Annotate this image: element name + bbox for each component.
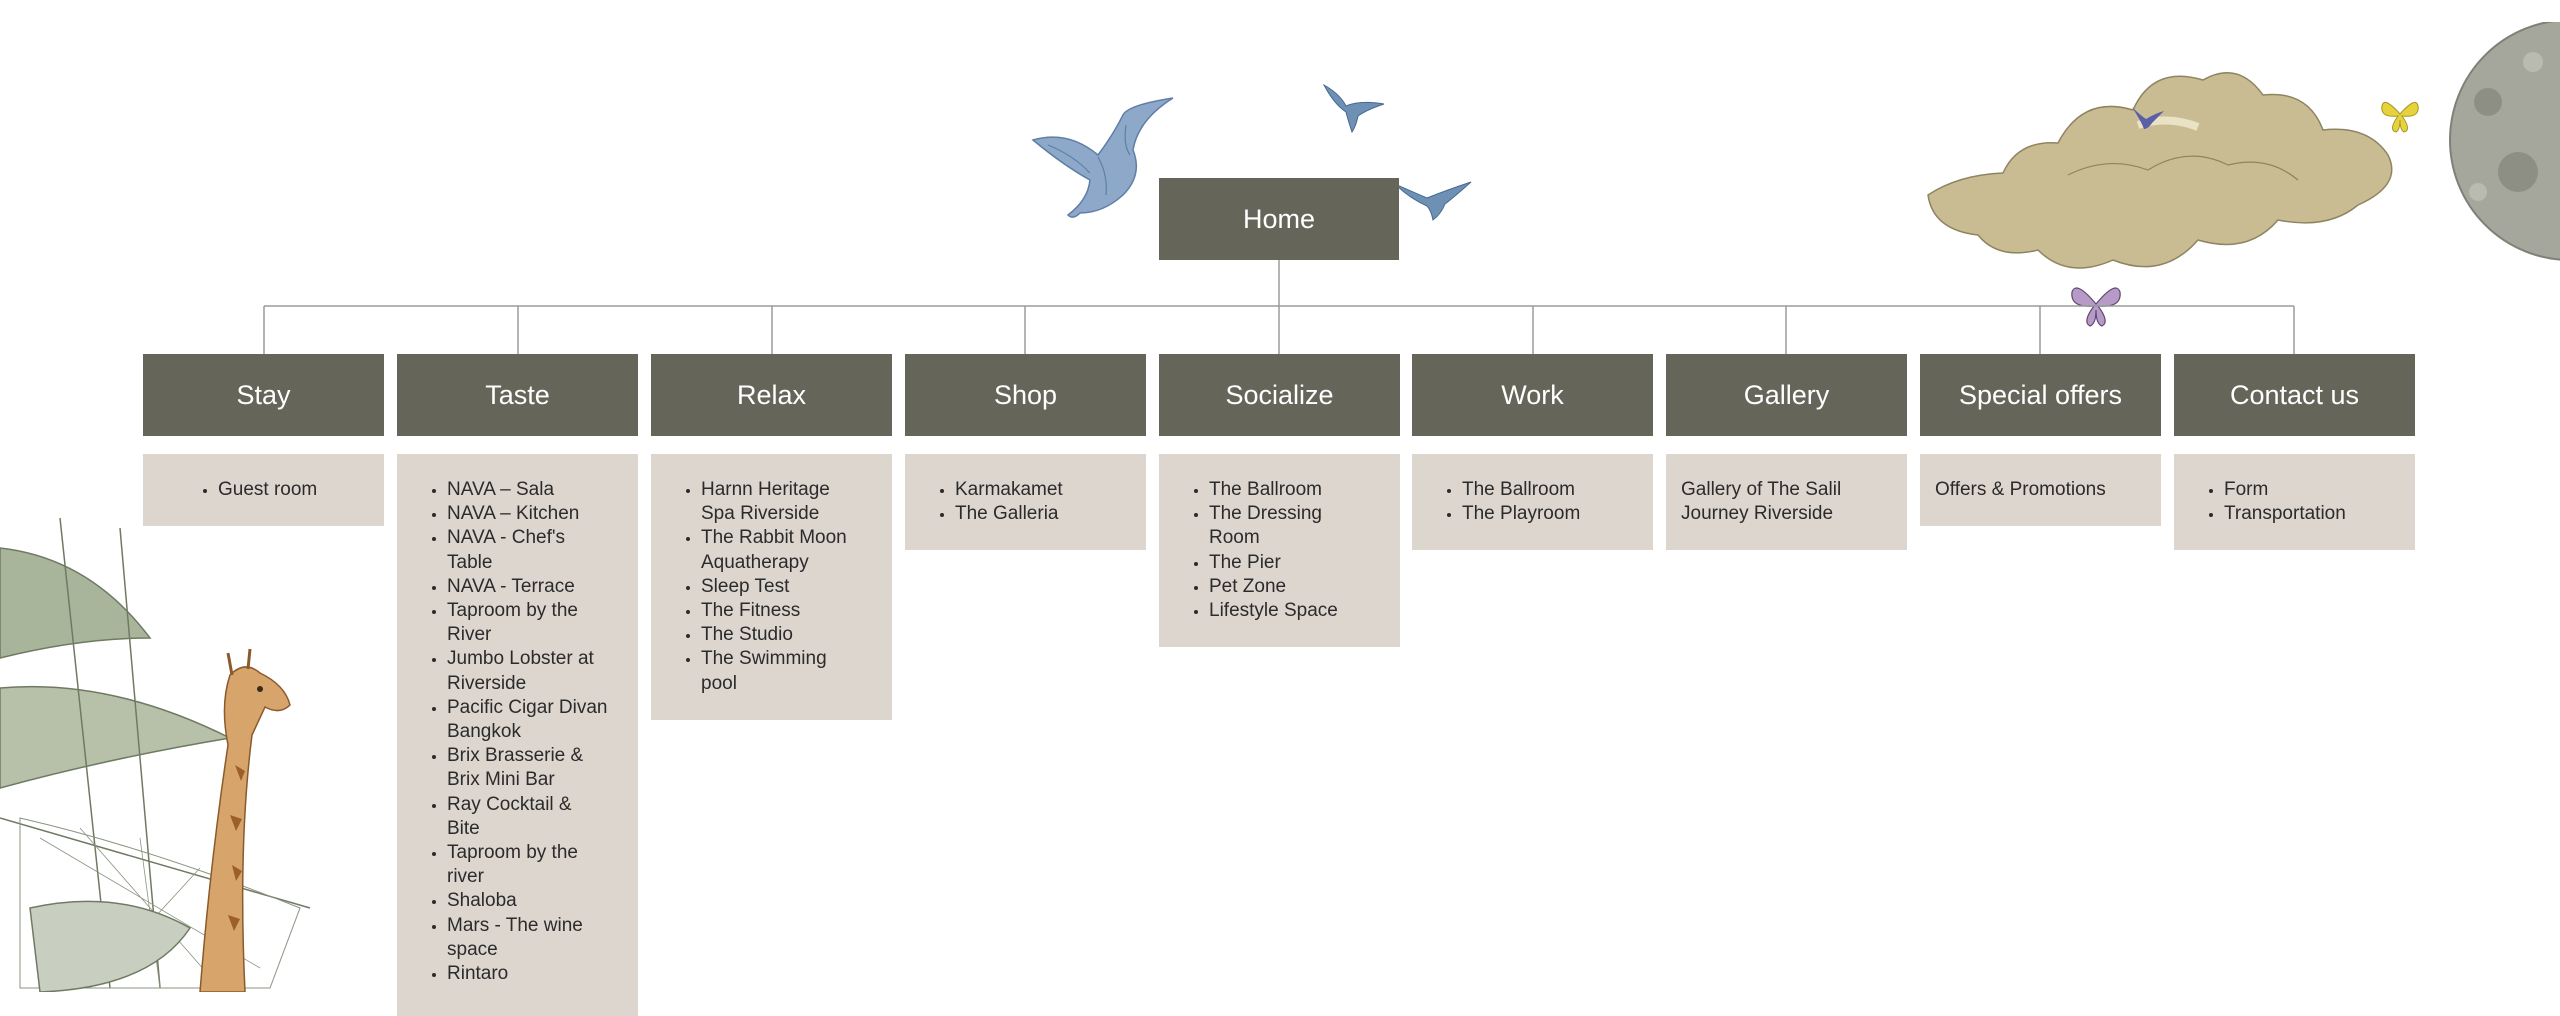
list-item[interactable]: Rintaro [447, 962, 608, 986]
list-item[interactable]: The Ballroom [1209, 478, 1370, 502]
shop-node[interactable]: Shop [905, 354, 1146, 436]
list-item[interactable]: The Galleria [955, 502, 1116, 526]
giraffe-icon [199, 648, 291, 992]
work-panel: The Ballroom The Playroom [1412, 454, 1653, 551]
list-item[interactable]: Taproom by the River [447, 599, 608, 647]
relax-node[interactable]: Relax [651, 354, 892, 436]
list-item[interactable]: Jumbo Lobster at Riverside [447, 647, 608, 695]
bird-icon [1394, 181, 1472, 221]
list-item[interactable]: Form [2224, 478, 2385, 502]
list-item[interactable]: The Studio [701, 623, 862, 647]
butterfly-icon [2071, 287, 2121, 327]
section-stay: Stay Guest room [143, 354, 384, 527]
list-item[interactable]: The Pier [1209, 551, 1370, 575]
gallery-link[interactable]: Gallery of The Salil Journey Riverside [1681, 479, 1842, 525]
socialize-panel: The Ballroom The Dressing Room The Pier … [1159, 454, 1400, 648]
list-item[interactable]: Shaloba [447, 889, 608, 913]
section-work: Work The Ballroom The Playroom [1412, 354, 1653, 551]
cloud-icon [1927, 72, 2393, 269]
section-gallery: Gallery Gallery of The Salil Journey Riv… [1666, 354, 1907, 551]
home-node[interactable]: Home [1159, 178, 1399, 260]
list-item[interactable]: Lifestyle Space [1209, 599, 1370, 623]
list-item[interactable]: The Rabbit Moon Aquatherapy [701, 526, 862, 574]
bird-icon [1031, 97, 1174, 218]
ship-icon [0, 517, 311, 992]
list-item[interactable]: Ray Cocktail & Bite [447, 793, 608, 841]
special-offers-node[interactable]: Special offers [1920, 354, 2161, 436]
contact-us-node[interactable]: Contact us [2174, 354, 2415, 436]
list-item[interactable]: The Swimming pool [701, 647, 862, 695]
list-item[interactable]: NAVA – Kitchen [447, 502, 608, 526]
list-item[interactable]: NAVA – Sala [447, 478, 608, 502]
list-item[interactable]: The Playroom [1462, 502, 1623, 526]
gallery-panel: Gallery of The Salil Journey Riverside [1666, 454, 1907, 551]
special-offers-panel: Offers & Promotions [1920, 454, 2161, 527]
list-item[interactable]: NAVA - Terrace [447, 575, 608, 599]
list-item[interactable]: Harnn Heritage Spa Riverside [701, 478, 862, 526]
taste-panel: NAVA – Sala NAVA – Kitchen NAVA - Chef's… [397, 454, 638, 1016]
section-contact-us: Contact us Form Transportation [2174, 354, 2415, 551]
list-item[interactable]: Brix Brasserie & Brix Mini Bar [447, 744, 608, 792]
moon-icon [2449, 22, 2560, 261]
bird-icon [2132, 107, 2164, 129]
list-item[interactable]: Taproom by the river [447, 841, 608, 889]
list-item[interactable]: Transportation [2224, 502, 2385, 526]
list-item[interactable]: Pacific Cigar Divan Bangkok [447, 696, 608, 744]
butterfly-icon [2381, 101, 2419, 133]
section-relax: Relax Harnn Heritage Spa Riverside The R… [651, 354, 892, 720]
list-item[interactable]: NAVA - Chef's Table [447, 526, 608, 574]
list-item[interactable]: Pet Zone [1209, 575, 1370, 599]
section-taste: Taste NAVA – Sala NAVA – Kitchen NAVA - … [397, 354, 638, 1016]
taste-node[interactable]: Taste [397, 354, 638, 436]
contact-us-panel: Form Transportation [2174, 454, 2415, 551]
stay-node[interactable]: Stay [143, 354, 384, 436]
list-item[interactable]: Mars - The wine space [447, 914, 608, 962]
work-node[interactable]: Work [1412, 354, 1653, 436]
socialize-node[interactable]: Socialize [1159, 354, 1400, 436]
list-item[interactable]: Karmakamet [955, 478, 1116, 502]
list-item[interactable]: Sleep Test [701, 575, 862, 599]
list-item[interactable]: The Ballroom [1462, 478, 1623, 502]
section-socialize: Socialize The Ballroom The Dressing Room… [1159, 354, 1400, 648]
section-shop: Shop Karmakamet The Galleria [905, 354, 1146, 551]
bird-icon [1322, 83, 1385, 134]
relax-panel: Harnn Heritage Spa Riverside The Rabbit … [651, 454, 892, 720]
list-item[interactable]: The Fitness [701, 599, 862, 623]
shop-panel: Karmakamet The Galleria [905, 454, 1146, 551]
gallery-node[interactable]: Gallery [1666, 354, 1907, 436]
section-special-offers: Special offers Offers & Promotions [1920, 354, 2161, 527]
offers-promotions-link[interactable]: Offers & Promotions [1935, 479, 2106, 500]
stay-panel: Guest room [143, 454, 384, 527]
list-item[interactable]: Guest room [218, 478, 354, 502]
list-item[interactable]: The Dressing Room [1209, 502, 1370, 550]
